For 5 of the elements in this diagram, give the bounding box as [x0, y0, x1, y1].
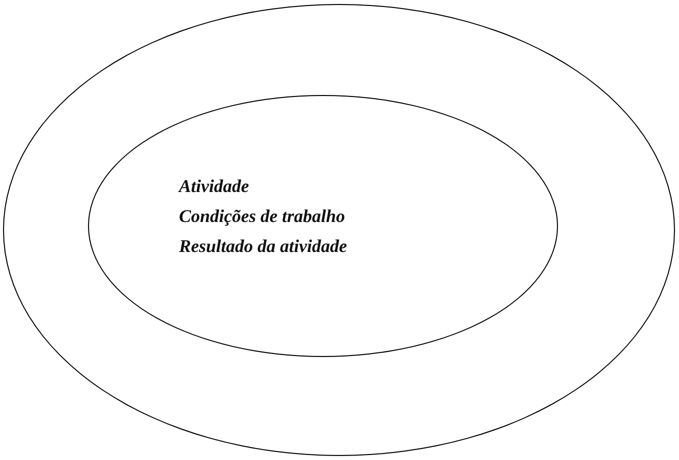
inner-ellipse — [88, 95, 558, 357]
outer-ellipse — [3, 4, 675, 456]
item-label: Atividade — [179, 176, 249, 196]
item-label: Condições de trabalho — [179, 206, 346, 226]
item-label: Resultado da atividade — [179, 236, 347, 256]
